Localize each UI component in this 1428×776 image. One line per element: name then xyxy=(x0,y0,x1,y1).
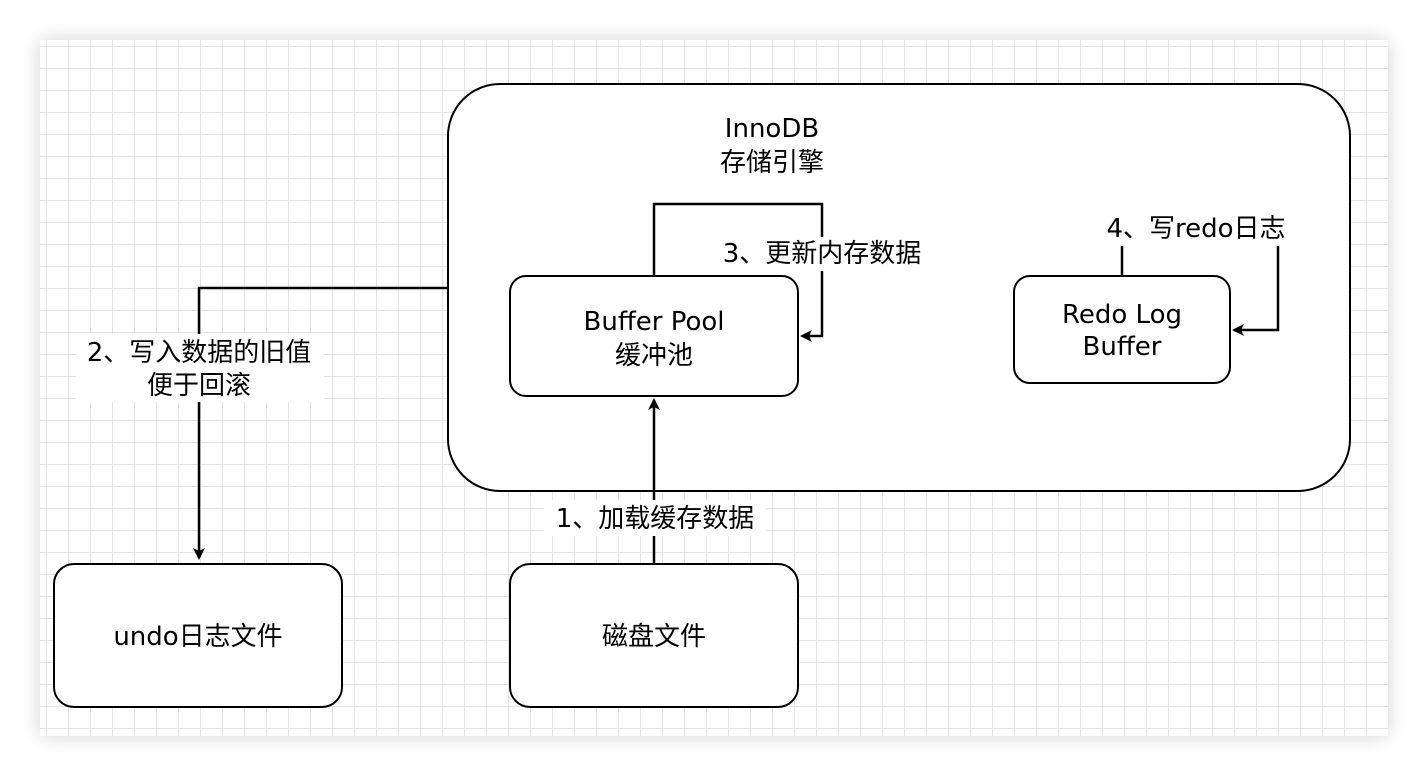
buffer-pool-title: Buffer Pool xyxy=(584,307,725,337)
step1-label: 1、加载缓存数据 xyxy=(556,504,755,534)
step2-label-bg xyxy=(76,334,324,402)
redo-log-buffer-subtitle: Buffer xyxy=(1083,332,1162,362)
redo-log-buffer-title: Redo Log xyxy=(1062,300,1182,330)
redo-log-buffer-box[interactable] xyxy=(1013,275,1231,384)
step2-label-line2: 便于回滚 xyxy=(147,371,251,401)
arrow-step2[interactable] xyxy=(193,286,448,560)
undo-log-file-label: undo日志文件 xyxy=(113,622,282,652)
arrow-step3[interactable] xyxy=(652,202,824,342)
buffer-pool-subtitle: 缓冲池 xyxy=(615,341,693,371)
step1-label-bg xyxy=(544,500,766,536)
step3-label: 3、更新内存数据 xyxy=(723,239,922,269)
step2-label-line1: 2、写入数据的旧值 xyxy=(87,338,312,368)
step3-label-bg xyxy=(712,237,934,271)
step4-label: 4、写redo日志 xyxy=(1106,214,1285,244)
buffer-pool-box[interactable] xyxy=(509,275,799,397)
step4-label-bg xyxy=(1096,212,1296,246)
innodb-subtitle: 存储引擎 xyxy=(720,148,824,178)
innodb-title: InnoDB xyxy=(725,114,819,144)
undo-log-file-box[interactable] xyxy=(53,563,343,708)
disk-file-box[interactable] xyxy=(509,563,799,708)
disk-file-label: 磁盘文件 xyxy=(602,622,706,652)
